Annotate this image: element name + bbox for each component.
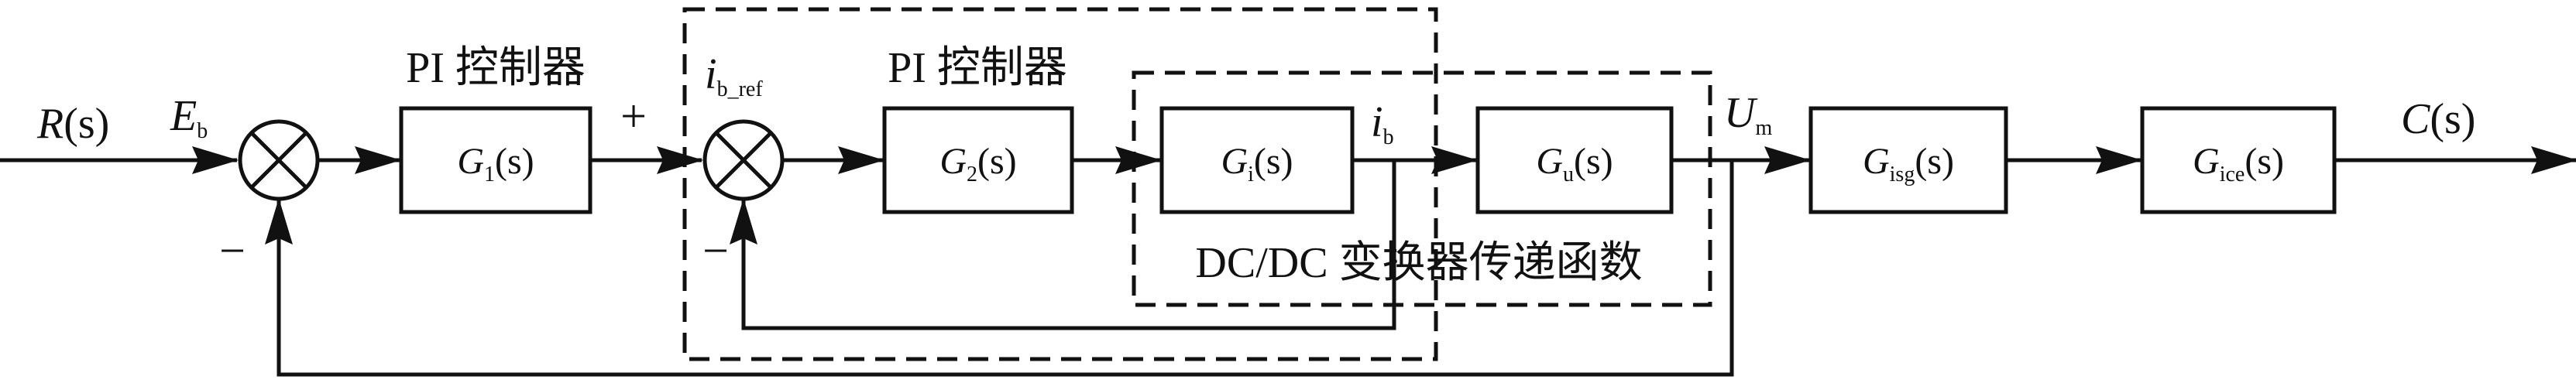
block-gice-main: G: [2193, 141, 2220, 182]
signal-ib-label: ib: [1371, 98, 1394, 149]
svg-text:Gice(s): Gice(s): [2193, 141, 2284, 186]
pi-controller-2-label: PI 控制器: [888, 44, 1067, 92]
inner-feedback-line: [730, 160, 1396, 330]
block-gu-arg: (s): [1574, 141, 1613, 182]
block-gu: Gu(s): [1475, 106, 1674, 214]
pi-controller-1-label: PI 控制器: [406, 44, 586, 92]
block-gi: Gi(s): [1159, 106, 1355, 214]
block-gice-arg: (s): [2245, 141, 2284, 182]
block-g1-sub: 1: [484, 162, 495, 186]
signal-lines: [0, 146, 2576, 377]
block-gi-main: G: [1221, 141, 1248, 182]
signal-ib-ref-label: ib_ref: [705, 50, 763, 101]
signal-c-label: C(s): [2401, 95, 2475, 143]
dcdc-transfer-label: DC/DC 变换器传递函数: [1195, 239, 1642, 287]
block-g2: G2(s): [882, 106, 1074, 214]
minus-sign-outer: −: [219, 225, 246, 276]
svg-text:Gi(s): Gi(s): [1221, 141, 1293, 186]
plus-sign: +: [620, 91, 647, 142]
block-g1: G1(s): [399, 106, 592, 214]
block-g2-sub: 2: [967, 162, 977, 186]
minus-sign-inner: −: [702, 225, 729, 276]
summing-junction-inner: [702, 119, 785, 201]
signal-r-label: R(s): [36, 100, 109, 148]
outer-feedback-line: [265, 160, 1734, 377]
pi-controller-2-dashed-group: [682, 7, 1438, 361]
svg-text:Gisg(s): Gisg(s): [1863, 141, 1954, 186]
block-gisg-sub: isg: [1890, 162, 1915, 186]
block-g1-main: G: [457, 141, 484, 182]
block-g2-arg: (s): [977, 141, 1017, 182]
block-gice: Gice(s): [2140, 106, 2337, 214]
svg-text:G2(s): G2(s): [939, 141, 1016, 186]
block-gisg-main: G: [1863, 141, 1890, 182]
block-gi-sub: i: [1248, 162, 1254, 186]
block-gice-sub: ice: [2220, 162, 2245, 186]
svg-text:Gu(s): Gu(s): [1536, 141, 1613, 186]
block-gu-sub: u: [1563, 162, 1574, 186]
signal-um-label: Um: [1724, 89, 1772, 140]
block-gisg-arg: (s): [1915, 141, 1954, 182]
summing-junction-outer: [238, 119, 320, 201]
block-g2-main: G: [939, 141, 967, 182]
block-gi-arg: (s): [1254, 141, 1293, 182]
dcdc-transfer-dashed-group: [1132, 70, 1712, 307]
signal-eb-label: Eb: [170, 92, 208, 143]
svg-text:G1(s): G1(s): [457, 141, 534, 186]
block-g1-arg: (s): [495, 141, 534, 182]
block-gisg: Gisg(s): [1808, 106, 2008, 214]
block-gu-main: G: [1536, 141, 1563, 182]
